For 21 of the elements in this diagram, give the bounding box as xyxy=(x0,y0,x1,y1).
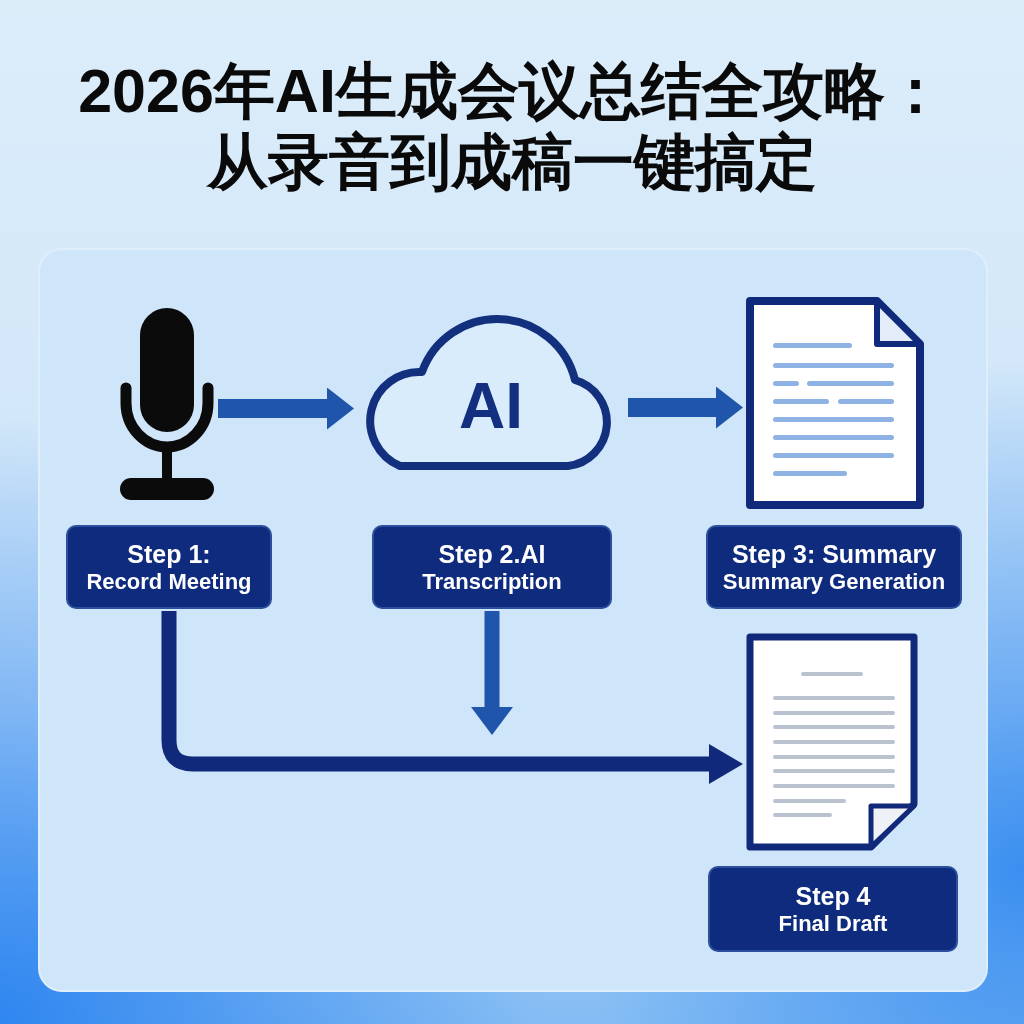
step-tag xyxy=(706,525,962,609)
step-title: Step 1: xyxy=(127,538,211,569)
step-description: Final Draft xyxy=(778,910,888,938)
arrow xyxy=(161,611,743,784)
arrow xyxy=(628,386,743,429)
microphone-icon xyxy=(118,308,216,502)
step-description: Transcription xyxy=(422,568,562,596)
cloud-label: AI xyxy=(459,374,523,438)
arrow xyxy=(218,387,354,430)
step-tag xyxy=(66,525,272,609)
step-description: Summary Generation xyxy=(722,568,946,596)
step-description: Record Meeting xyxy=(86,568,252,596)
step-title: Step 2.AI xyxy=(438,538,546,569)
step-title: Step 4 xyxy=(795,880,871,911)
step-tag xyxy=(372,525,612,609)
step-tag xyxy=(708,866,958,952)
document-icon xyxy=(745,296,925,510)
document-icon xyxy=(745,632,919,852)
step-title: Step 3: Summary xyxy=(731,538,937,569)
title: 2026年AI生成会议总结全攻略：从录音到成稿一键搞定 xyxy=(77,56,947,199)
arrow xyxy=(471,611,513,735)
